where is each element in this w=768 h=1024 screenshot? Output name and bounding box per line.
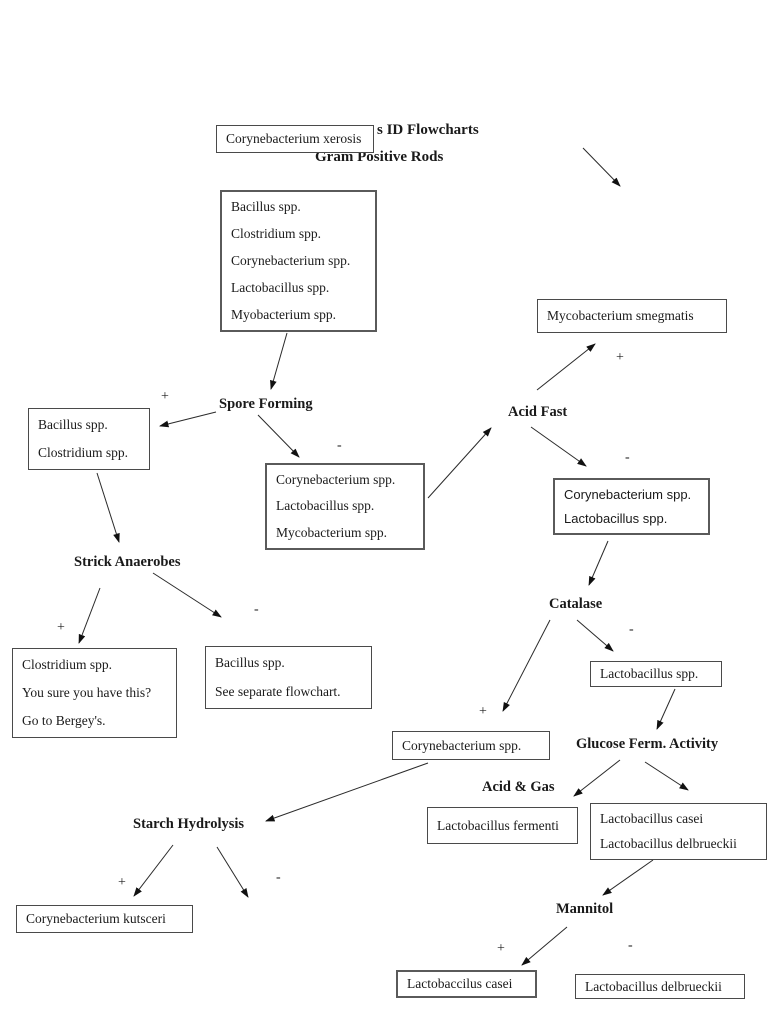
arrow-spore-positive [159, 411, 217, 428]
box-line: Lactobacillus delbrueckii [600, 836, 737, 852]
page-title-fragment: s ID Flowcharts [377, 122, 479, 138]
box-line: Corynebacterium xerosis [226, 131, 362, 146]
arrow-acid-fast-positive [536, 343, 596, 391]
box-line: Corynebacterium spp. [276, 472, 396, 488]
minus-sign-mannitol: - [628, 938, 633, 953]
arrow-corylacto-to-catalase [588, 540, 609, 586]
arrow-coryne-to-acid-fast [427, 427, 492, 499]
box-line: Go to Bergey's. [22, 713, 106, 728]
arrow-mannitol-positive [521, 926, 568, 966]
arrow-anaerobes-positive [78, 587, 101, 644]
label-spore-forming: Spore Forming [219, 396, 313, 412]
box-line: Lactobacillus spp. [600, 666, 699, 681]
node-corynebacterium: Corynebacterium spp. [392, 731, 550, 760]
node-coryne-lacto-myco: Corynebacterium spp. Lactobacillus spp. … [265, 463, 425, 550]
arrow-starch-negative [216, 846, 249, 898]
box-line: Corynebacterium spp. [402, 737, 522, 753]
label-strick-anaerobes: Strick Anaerobes [74, 554, 181, 570]
plus-sign-starch-hydrolysis: + [118, 875, 126, 890]
label-catalase: Catalase [549, 596, 603, 612]
page-subtitle: Gram Positive Rods [315, 149, 444, 165]
box-line: You sure you have this? [22, 685, 152, 700]
arrow-glucose-to-fermenti [573, 759, 621, 797]
box-line: Myobacterium spp. [231, 306, 336, 322]
label-acid-fast: Acid Fast [508, 404, 568, 420]
node-lactobacillus: Lactobacillus spp. [590, 661, 722, 687]
box-line: Lactobacillus delbrueckii [585, 978, 722, 994]
box-line: Bacillus spp. [215, 655, 285, 671]
arrow-starch-positive [133, 844, 174, 897]
box-line: Corynebacterium spp. [564, 486, 692, 502]
node-lactobacillus-delbrueckii: Lactobacillus delbrueckii [575, 974, 745, 999]
arrow-lacto-to-glucose-ferm [656, 688, 676, 730]
arrow-glucose-to-casei-delb [644, 761, 689, 791]
label-acid-and-gas: Acid & Gas [482, 779, 555, 795]
minus-sign-catalase: - [629, 622, 634, 637]
arrow-catalase-positive [502, 619, 551, 712]
box-line: Lactobacillus casei [600, 810, 704, 826]
arrow-caseidelb-to-mannitol [602, 859, 654, 896]
node-bacillus-separate-flowchart: Bacillus spp. See separate flowchart. [205, 646, 372, 709]
node-clostridium-bergeys: Clostridium spp. You sure you have this?… [12, 648, 177, 738]
box-line: Bacillus spp. [231, 199, 301, 215]
node-casei-delbrueckii: Lactobacillus casei Lactobacillus delbru… [590, 803, 767, 860]
label-mannitol: Mannitol [556, 901, 614, 917]
arrow-bacclos-to-anaerobes [96, 472, 120, 543]
box-line: Mycobacterium smegmatis [547, 308, 694, 323]
plus-sign-spore-forming: + [161, 389, 169, 404]
box-line: See separate flowchart. [215, 683, 341, 699]
node-corynebacterium-kutsceri: Corynebacterium kutsceri [16, 905, 193, 933]
box-line: Corynebacterium kutsceri [26, 911, 166, 926]
box-line: Lactobacillus spp. [231, 279, 330, 295]
label-starch-hydrolysis: Starch Hydrolysis [133, 816, 245, 832]
box-line: Clostridium spp. [38, 445, 129, 460]
node-coryne-lacto: Corynebacterium spp. Lactobacillus spp. [553, 478, 710, 535]
plus-sign-mannitol: + [497, 941, 505, 956]
arrow-acid-fast-negative [530, 426, 587, 467]
plus-sign-catalase: + [479, 704, 487, 719]
arrow-genera-to-spore-forming [270, 332, 288, 390]
box-line: Corynebacterium spp. [231, 252, 351, 268]
node-lactobacillus-fermenti: Lactobacillus fermenti [427, 807, 578, 844]
node-bacillus-clostridium: Bacillus spp. Clostridium spp. [28, 408, 150, 470]
plus-sign-strick-anaerobes: + [57, 620, 65, 635]
arrow-coryne-to-starch [265, 762, 429, 822]
node-lactobaccilus-casei: Lactobaccilus casei [396, 970, 537, 998]
box-line: Mycobacterium spp. [276, 524, 387, 540]
plus-sign-acid-fast: + [616, 350, 624, 365]
minus-sign-acid-fast: - [625, 450, 630, 465]
box-line: Lactobacillus spp. [276, 498, 375, 514]
arrow-stray-top-right [582, 147, 621, 187]
arrow-anaerobes-negative [152, 572, 222, 618]
box-line: Lactobacillus spp. [564, 511, 668, 527]
box-line: Lactobaccilus casei [407, 976, 513, 991]
minus-sign-starch-hydrolysis: - [276, 870, 281, 885]
box-line: Lactobacillus fermenti [437, 817, 559, 833]
minus-sign-spore-forming: - [337, 438, 342, 453]
box-line: Clostridium spp. [22, 657, 113, 672]
node-mycobacterium-smegmatis: Mycobacterium smegmatis [537, 299, 727, 333]
node-all-genera: Bacillus spp. Clostridium spp. Corynebac… [220, 190, 377, 332]
node-corynebacterium-xerosis: Corynebacterium xerosis [216, 125, 374, 153]
label-glucose-ferm-activity: Glucose Ferm. Activity [576, 736, 719, 752]
minus-sign-strick-anaerobes: - [254, 602, 259, 617]
box-line: Clostridium spp. [231, 226, 322, 242]
arrow-spore-negative [257, 414, 300, 458]
arrow-catalase-negative [576, 619, 614, 652]
box-line: Bacillus spp. [38, 417, 108, 432]
